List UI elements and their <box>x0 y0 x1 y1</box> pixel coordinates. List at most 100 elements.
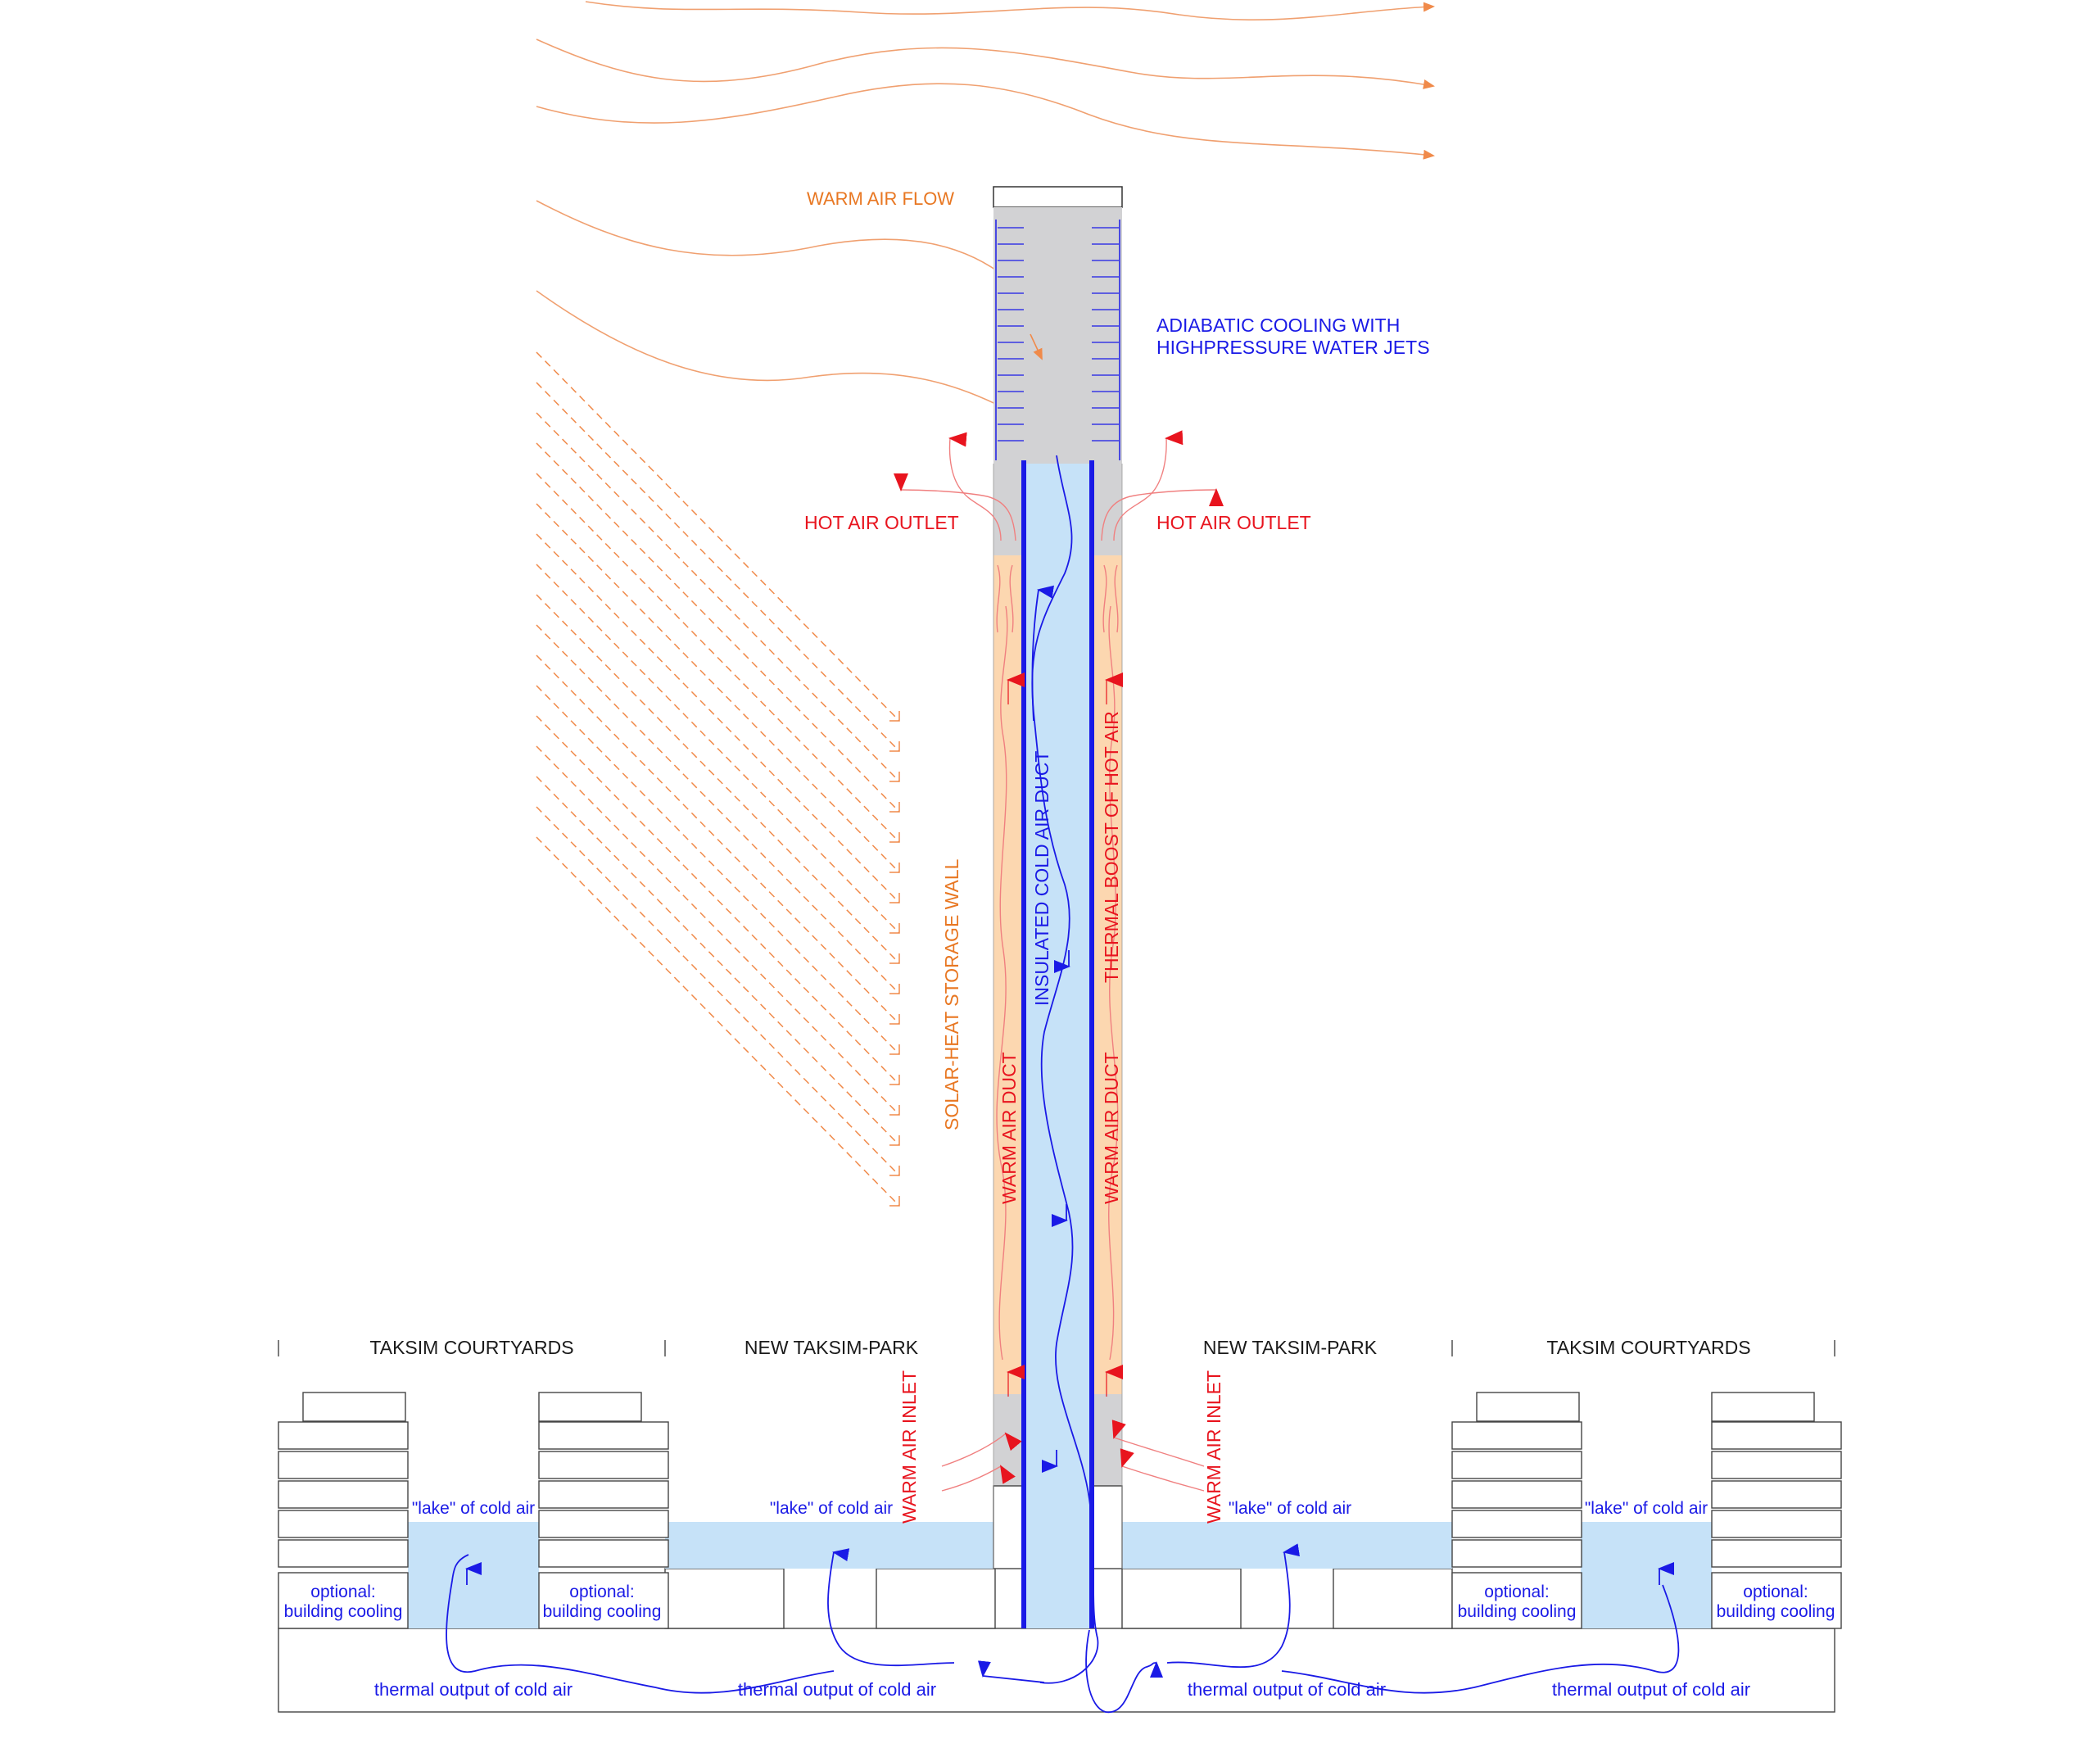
solar-ray <box>536 351 900 722</box>
solar-ray <box>536 473 900 843</box>
solar-ray-arrowhead <box>889 1044 900 1055</box>
optional-cooling-label-1: optional: <box>569 1583 634 1601</box>
solar-ray-arrowhead <box>889 741 900 752</box>
building-floor <box>1451 1510 1582 1538</box>
wind-wave <box>536 200 1047 360</box>
warm-air-rise-arrows <box>1007 672 1123 1397</box>
wind-wave <box>536 38 1435 89</box>
warm-wisp <box>996 605 1008 1361</box>
building-top <box>1476 1392 1580 1422</box>
warm-air-inlet-right-label: WARM AIR INLET <box>1203 1370 1224 1524</box>
tower-cap <box>993 186 1123 208</box>
building-floor <box>1711 1451 1842 1479</box>
optional-cooling-label-2: building cooling <box>1458 1602 1577 1621</box>
inflow-arrowhead <box>1030 333 1043 360</box>
warm-air-flow-label: WARM AIR FLOW <box>807 188 954 209</box>
lake-label: "lake" of cold air <box>1229 1499 1351 1518</box>
wind-waves <box>536 1 1435 451</box>
thermal-output-flow <box>1281 1584 1680 1694</box>
building-top <box>538 1392 642 1422</box>
building-floor <box>278 1421 409 1450</box>
park-ground-block <box>664 1568 785 1629</box>
park-ground-block <box>1121 1568 1242 1629</box>
warm-wisp <box>1102 564 1107 633</box>
cold-air-arrowhead <box>1031 585 1054 722</box>
building-floor <box>538 1539 669 1568</box>
solar-ray-arrowhead <box>889 1166 900 1176</box>
warm-wisp <box>1114 564 1119 633</box>
outlet-collar-left <box>993 464 1024 555</box>
building-floor <box>538 1421 669 1450</box>
solar-ray <box>536 624 900 994</box>
solar-ray <box>536 382 900 752</box>
cold-air-downflow <box>977 455 1164 1713</box>
zone-separators <box>278 1340 1835 1356</box>
solar-ray-arrowhead <box>889 772 900 782</box>
solar-ray <box>536 685 900 1055</box>
solar-ray <box>536 533 900 903</box>
building-floor <box>278 1480 409 1509</box>
building-floor <box>1711 1510 1842 1538</box>
wind-wave <box>536 290 1046 451</box>
cold-air-path <box>1031 455 1099 1684</box>
thermal-output-label: thermal output of cold air <box>738 1679 936 1700</box>
thermal-output-flow <box>1166 1543 1301 1669</box>
cold-air-lake <box>1122 1522 1452 1569</box>
solar-ray-arrowhead <box>889 923 900 934</box>
building-floor <box>538 1510 669 1538</box>
adiabatic-cooling-label-2: HIGHPRESSURE WATER JETS <box>1156 337 1430 358</box>
warm-air-duct-left-label: WARM AIR DUCT <box>998 1052 1020 1204</box>
park-ground-block <box>876 1568 996 1629</box>
cooling-inflow-arrows <box>1030 333 1043 360</box>
lake-label: "lake" of cold air <box>770 1499 893 1518</box>
courtyard-buildings <box>278 1392 1842 1629</box>
building-floor <box>538 1480 669 1509</box>
building-floor <box>278 1451 409 1479</box>
park-ground-block <box>1333 1568 1453 1629</box>
optional-cooling-label-2: building cooling <box>284 1602 403 1621</box>
building-top <box>302 1392 406 1422</box>
hot-air-arrow <box>1113 430 1184 541</box>
thermal-output-label: thermal output of cold air <box>374 1679 573 1700</box>
building-floor <box>1451 1421 1582 1450</box>
optional-cooling-label-1: optional: <box>1484 1583 1549 1601</box>
solar-ray-arrowhead <box>889 984 900 994</box>
cold-air-lake <box>1581 1522 1712 1628</box>
thermal-output-flow <box>827 1548 955 1667</box>
optional-cooling-label-1: optional: <box>1743 1583 1808 1601</box>
optional-cooling-label-1: optional: <box>310 1583 375 1601</box>
solar-ray <box>536 412 900 782</box>
tower-base-left <box>993 1485 1025 1569</box>
thermal-output-flows <box>446 1543 1680 1694</box>
solar-ray <box>536 745 900 1116</box>
cold-air-lakes <box>408 1522 1712 1628</box>
building-base <box>1451 1572 1582 1629</box>
cold-air-lake <box>665 1522 995 1569</box>
cold-air-lake <box>408 1522 539 1628</box>
solar-ray-arrowhead <box>889 953 900 964</box>
zone-label: TAKSIM COURTYARDS <box>1546 1337 1750 1358</box>
solar-ray <box>536 715 900 1085</box>
thermal-boost-label: THERMAL BOOST OF HOT AIR <box>1101 711 1122 983</box>
zone-label: TAKSIM COURTYARDS <box>369 1337 573 1358</box>
building-floor <box>1451 1539 1582 1568</box>
warm-air-inlet-arrows <box>941 1420 1205 1492</box>
solar-ray <box>536 503 900 873</box>
wind-wave <box>536 83 1435 160</box>
solar-ray-arrowhead <box>889 1105 900 1116</box>
solar-ray-arrowhead <box>889 711 900 722</box>
cold-air-arrowhead <box>977 1660 1045 1683</box>
solar-ray <box>536 594 900 964</box>
zone-label: NEW TAKSIM-PARK <box>745 1337 919 1358</box>
solar-ray-arrowhead <box>889 1075 900 1085</box>
hot-air-arrow <box>948 432 1002 541</box>
solar-ray-arrowhead <box>889 863 900 873</box>
zone-label: NEW TAKSIM-PARK <box>1203 1337 1378 1358</box>
solar-heat-storage-wall-label: SOLAR-HEAT STORAGE WALL <box>941 858 962 1130</box>
hot-air-outlet-right-label: HOT AIR OUTLET <box>1156 512 1311 533</box>
optional-cooling-label-2: building cooling <box>543 1602 662 1621</box>
building-floor <box>1711 1421 1842 1450</box>
building-base <box>278 1572 409 1629</box>
solar-ray-arrowhead <box>889 832 900 843</box>
